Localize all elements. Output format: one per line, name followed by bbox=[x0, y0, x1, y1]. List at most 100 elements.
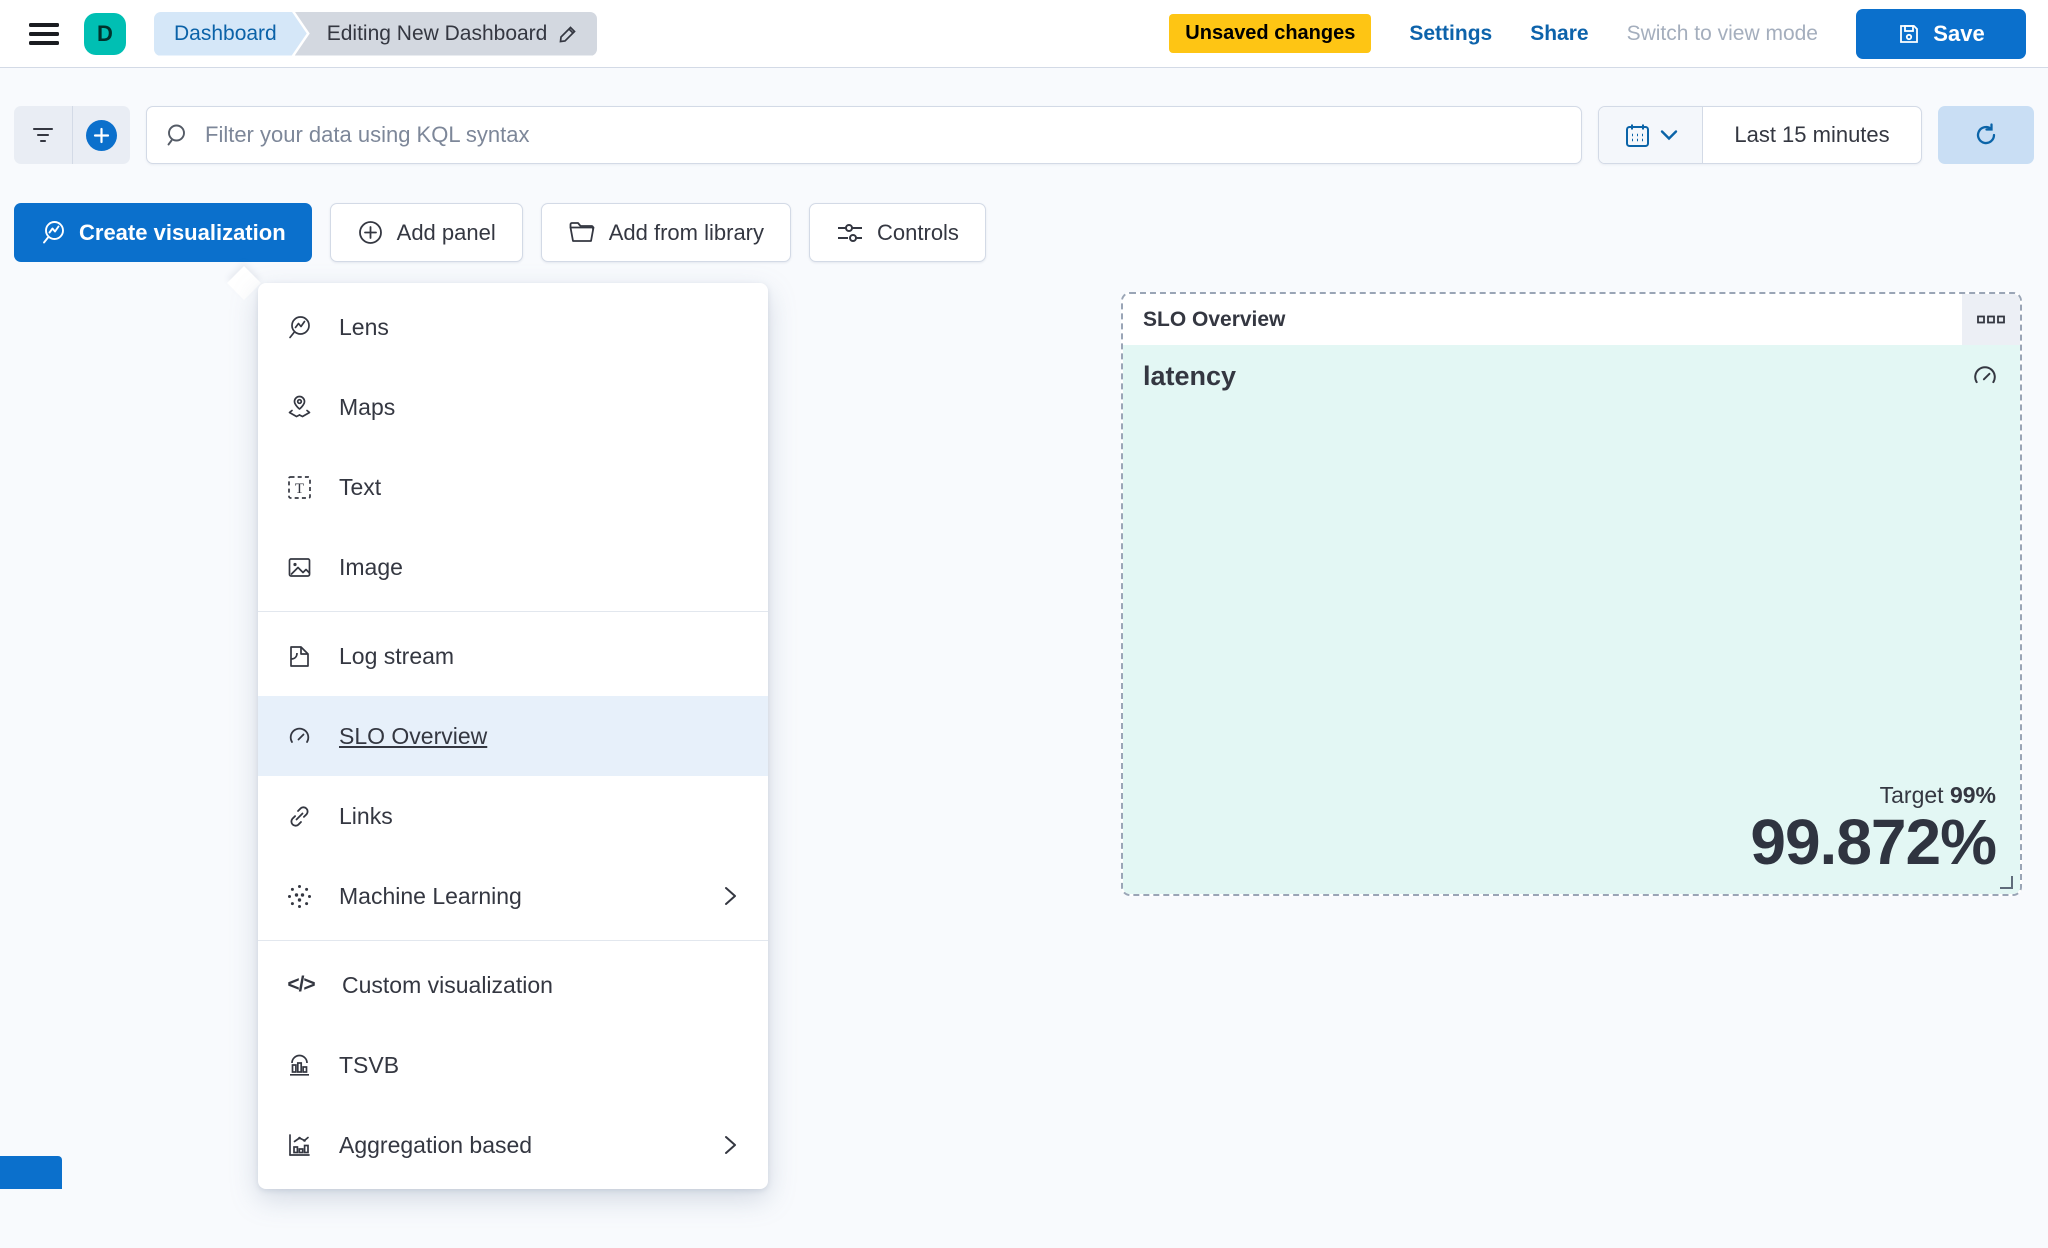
boxes-horizontal-icon bbox=[1977, 315, 2005, 323]
add-from-library-label: Add from library bbox=[608, 219, 765, 245]
breadcrumb-label: Dashboard bbox=[174, 21, 277, 45]
slo-target-label: Target bbox=[1879, 781, 1944, 808]
save-button[interactable]: Save bbox=[1856, 8, 2026, 59]
create-visualization-button[interactable]: Create visualization bbox=[14, 203, 312, 262]
breadcrumb-current-page[interactable]: Editing New Dashboard bbox=[294, 11, 598, 56]
menu-item-links[interactable]: Links bbox=[258, 776, 768, 856]
add-from-library-button[interactable]: Add from library bbox=[540, 203, 792, 262]
menu-item-log-stream[interactable]: Log stream bbox=[258, 616, 768, 696]
panel-title: SLO Overview bbox=[1143, 307, 1286, 331]
refresh-icon bbox=[1976, 123, 1996, 145]
links-icon bbox=[290, 805, 309, 827]
menu-separator bbox=[258, 940, 768, 941]
save-icon bbox=[1900, 24, 1919, 43]
image-icon bbox=[288, 557, 311, 577]
add-panel-menu: Lens Maps T Text Image bbox=[258, 283, 768, 1189]
panel-resize-handle[interactable] bbox=[2000, 876, 2013, 889]
maps-icon bbox=[288, 395, 311, 417]
avatar-letter: D bbox=[97, 20, 113, 46]
filter-controls-group bbox=[14, 106, 130, 164]
log-stream-icon bbox=[290, 645, 309, 667]
menu-separator bbox=[258, 611, 768, 612]
calendar-icon bbox=[1625, 124, 1649, 147]
time-picker: Last 15 minutes bbox=[1598, 106, 1922, 164]
menu-item-label: Maps bbox=[339, 393, 396, 420]
slo-target: Target 99% bbox=[1750, 782, 1996, 809]
breadcrumb-dashboard[interactable]: Dashboard bbox=[154, 12, 307, 56]
add-filter-button[interactable] bbox=[72, 106, 130, 164]
slo-gauge-icon bbox=[289, 727, 310, 743]
menu-item-label: Machine Learning bbox=[339, 882, 522, 909]
save-button-label: Save bbox=[1933, 20, 1985, 46]
header-actions: Unsaved changes Settings Share Switch to… bbox=[1169, 8, 2026, 59]
space-avatar[interactable]: D bbox=[84, 12, 126, 55]
gauge-icon bbox=[1974, 366, 1996, 384]
svg-text:T: T bbox=[295, 481, 304, 497]
dashboard-canvas: Lens Maps T Text Image bbox=[0, 262, 2048, 1189]
time-quick-select-button[interactable] bbox=[1599, 107, 1703, 163]
add-panel-button[interactable]: Add panel bbox=[329, 203, 523, 262]
panel-options-button[interactable] bbox=[1962, 294, 2020, 345]
tsvb-icon bbox=[290, 1054, 309, 1076]
edit-toolbar: Create visualization Add panel Add from … bbox=[0, 164, 2048, 262]
settings-link[interactable]: Settings bbox=[1409, 21, 1493, 45]
chevron-right-icon bbox=[725, 887, 736, 905]
controls-button[interactable]: Controls bbox=[809, 203, 986, 262]
menu-item-slo-overview[interactable]: SLO Overview bbox=[258, 696, 768, 776]
menu-item-label: Log stream bbox=[339, 642, 455, 669]
kql-search-box bbox=[146, 106, 1582, 164]
edit-pencil-icon bbox=[559, 25, 577, 42]
panel-body: latency Target 99% 99.872% bbox=[1123, 345, 2020, 894]
menu-item-aggregation-based[interactable]: Aggregation based bbox=[258, 1105, 768, 1185]
slo-metric-name: latency bbox=[1143, 361, 1237, 391]
lens-icon bbox=[289, 315, 310, 338]
filter-icon bbox=[32, 127, 54, 143]
menu-item-label: SLO Overview bbox=[339, 722, 488, 749]
menu-item-label: Custom visualization bbox=[342, 971, 553, 998]
lens-icon bbox=[43, 221, 64, 244]
new-panel-placeholder bbox=[0, 1156, 62, 1189]
slo-target-value: 99% bbox=[1949, 781, 1996, 808]
menu-item-label: TSVB bbox=[339, 1051, 400, 1078]
add-panel-label: Add panel bbox=[396, 219, 496, 245]
panel-header: SLO Overview bbox=[1123, 294, 2020, 345]
slo-overview-panel[interactable]: SLO Overview latency Target 99% 99 bbox=[1121, 292, 2022, 896]
menu-item-label: Links bbox=[339, 802, 393, 829]
menu-item-image[interactable]: Image bbox=[258, 527, 768, 607]
aggregation-chart-icon bbox=[289, 1133, 310, 1156]
menu-item-tsvb[interactable]: TSVB bbox=[258, 1025, 768, 1105]
controls-label: Controls bbox=[877, 219, 959, 245]
filter-menu-button[interactable] bbox=[14, 106, 72, 164]
top-header: D Dashboard Editing New Dashboard Unsave… bbox=[0, 0, 2048, 68]
machine-learning-icon bbox=[288, 884, 311, 908]
refresh-button[interactable] bbox=[1938, 106, 2034, 164]
menu-item-label: Lens bbox=[339, 313, 389, 340]
menu-item-label: Image bbox=[339, 553, 403, 580]
search-icon bbox=[167, 124, 185, 146]
share-link[interactable]: Share bbox=[1530, 21, 1589, 45]
plus-circle-icon bbox=[86, 119, 117, 151]
menu-item-lens[interactable]: Lens bbox=[258, 287, 768, 367]
create-visualization-label: Create visualization bbox=[79, 219, 286, 245]
time-range-display[interactable]: Last 15 minutes bbox=[1703, 107, 1921, 163]
breadcrumb: Dashboard Editing New Dashboard bbox=[154, 11, 598, 56]
query-bar: Last 15 minutes bbox=[0, 68, 2048, 164]
chevron-down-icon bbox=[1660, 130, 1677, 141]
menu-item-label: Text bbox=[339, 473, 382, 500]
menu-hamburger-button[interactable] bbox=[22, 12, 66, 56]
kql-search-input[interactable] bbox=[205, 122, 1563, 148]
menu-item-machine-learning[interactable]: Machine Learning bbox=[258, 856, 768, 936]
menu-item-custom-visualization[interactable]: </> Custom visualization bbox=[258, 945, 768, 1025]
text-tool-icon: T bbox=[288, 475, 311, 499]
plus-circled-icon bbox=[358, 221, 382, 244]
folder-icon bbox=[569, 221, 595, 242]
unsaved-changes-badge: Unsaved changes bbox=[1169, 14, 1372, 53]
switch-to-view-mode-link[interactable]: Switch to view mode bbox=[1626, 21, 1818, 45]
popover-arrow bbox=[227, 266, 261, 300]
menu-item-text[interactable]: T Text bbox=[258, 447, 768, 527]
code-icon: </> bbox=[287, 973, 315, 996]
slo-values: Target 99% 99.872% bbox=[1750, 782, 1997, 876]
menu-item-label: Aggregation based bbox=[339, 1131, 533, 1158]
hamburger-icon bbox=[29, 22, 59, 45]
menu-item-maps[interactable]: Maps bbox=[258, 367, 768, 447]
